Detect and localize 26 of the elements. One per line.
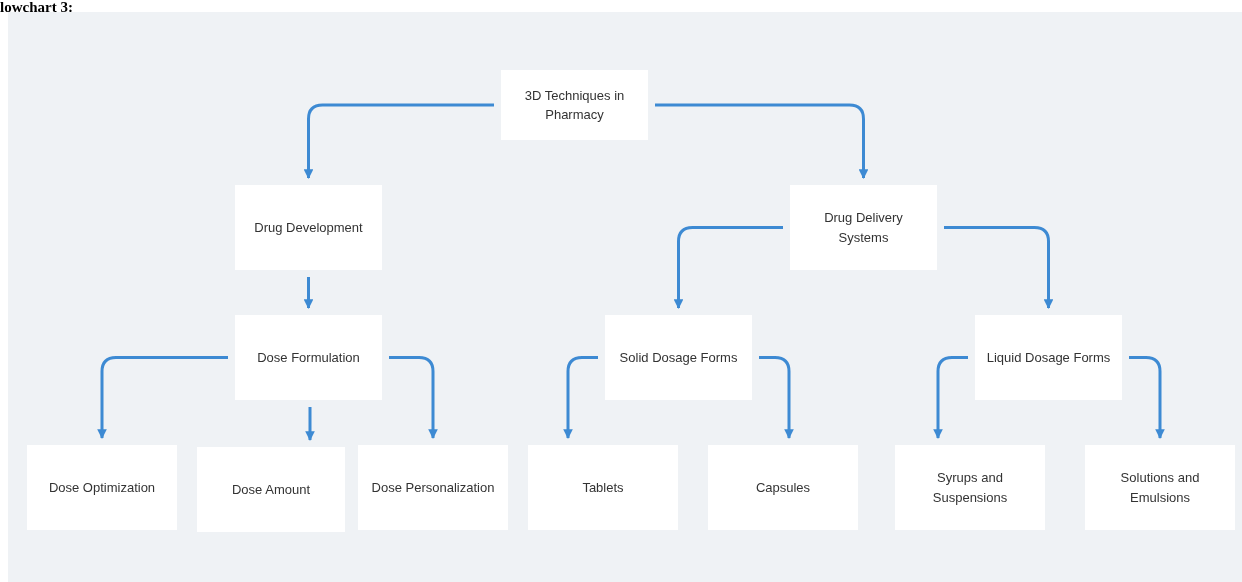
node-label: Drug Development — [254, 218, 363, 237]
node-label: Capsules — [755, 478, 811, 497]
node-label: Dose Amount — [231, 480, 310, 499]
arrow — [1129, 356, 1165, 439]
arrow — [944, 226, 1054, 309]
node-label: Dose Personalization — [371, 478, 495, 497]
node-label: Solid Dosage Forms — [619, 348, 738, 367]
node-label: Dose Formulation — [257, 348, 360, 367]
arrow — [305, 407, 315, 441]
arrow — [933, 356, 968, 439]
node-label: Drug Delivery Systems — [823, 209, 904, 247]
node-label: Tablets — [582, 478, 624, 497]
arrow — [97, 356, 228, 439]
arrow — [759, 356, 794, 439]
node-label: Syrups and Suspensions — [931, 469, 1009, 507]
node-label: 3D Techniques in Pharmacy — [523, 86, 626, 124]
arrow — [655, 103, 869, 179]
arrow — [303, 103, 494, 179]
arrow — [303, 277, 314, 309]
arrow — [563, 356, 598, 439]
figure-heading: lowchart 3: — [0, 0, 73, 14]
node-label: Dose Optimization — [48, 478, 156, 497]
node-label: Liquid Dosage Forms — [986, 348, 1111, 367]
arrow — [673, 226, 783, 309]
arrow — [389, 356, 438, 439]
node-label: Solutions and Emulsions — [1119, 469, 1201, 507]
